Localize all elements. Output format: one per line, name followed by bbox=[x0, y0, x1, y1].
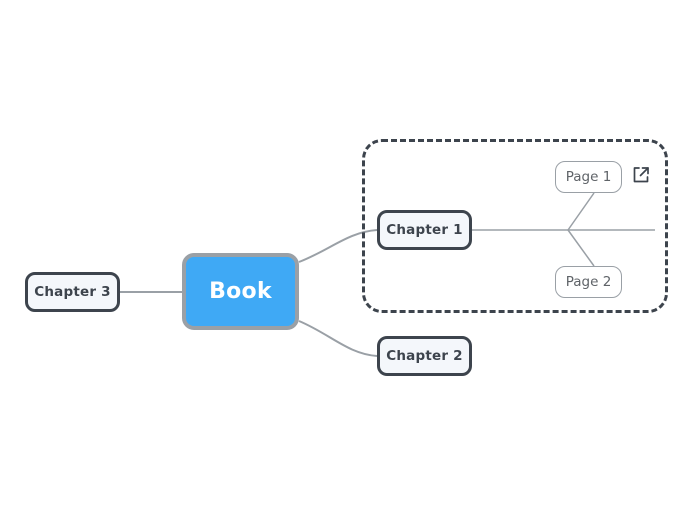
node-chapter-2-label: Chapter 2 bbox=[386, 348, 463, 364]
node-chapter-1-label: Chapter 1 bbox=[386, 222, 463, 238]
node-book[interactable]: Book bbox=[182, 253, 299, 330]
node-page-1[interactable]: Page 1 bbox=[555, 161, 622, 193]
node-chapter-3-label: Chapter 3 bbox=[34, 284, 111, 300]
edge-book-chapter1 bbox=[298, 229, 378, 263]
edge-trunk-page2 bbox=[567, 229, 595, 267]
node-page-1-label: Page 1 bbox=[565, 169, 612, 185]
edge-book-chapter2 bbox=[298, 320, 378, 357]
node-page-2-label: Page 2 bbox=[565, 274, 612, 290]
node-chapter-3[interactable]: Chapter 3 bbox=[25, 272, 120, 312]
node-chapter-1[interactable]: Chapter 1 bbox=[377, 210, 472, 250]
external-link-icon[interactable] bbox=[631, 165, 651, 185]
node-page-2[interactable]: Page 2 bbox=[555, 266, 622, 298]
node-chapter-2[interactable]: Chapter 2 bbox=[377, 336, 472, 376]
node-book-label: Book bbox=[209, 279, 272, 304]
edge-trunk-page1 bbox=[567, 192, 595, 231]
